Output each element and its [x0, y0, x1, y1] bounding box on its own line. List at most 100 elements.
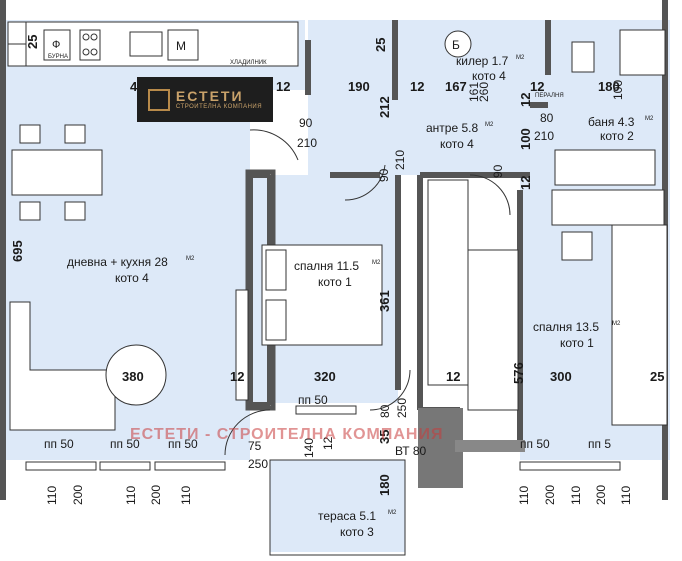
dim-361: 361	[377, 290, 392, 312]
bath-level: кото 2	[600, 129, 634, 143]
pillow	[265, 249, 287, 291]
dim-12: 12	[410, 79, 424, 94]
window-label: пп 50	[168, 437, 198, 451]
dim-100: 100	[611, 80, 625, 100]
dim-12: 12	[276, 79, 290, 94]
dim-90: 90	[377, 168, 391, 182]
wash-label: ПЕРАЛНЯ	[535, 93, 564, 99]
dim-75: 75	[248, 439, 262, 453]
hall-name: антре 5.8	[426, 121, 478, 135]
dim-110: 110	[569, 486, 583, 505]
round-table	[105, 344, 167, 406]
bath-name: баня 4.3	[588, 115, 635, 129]
boiler	[444, 30, 472, 58]
fridge	[167, 29, 199, 61]
toilet	[571, 41, 595, 73]
dim-80: 80	[540, 111, 554, 125]
boiler-label: Б	[452, 38, 460, 52]
dim-12: 12	[518, 176, 533, 190]
chair	[64, 201, 86, 221]
dim-180: 180	[377, 474, 392, 496]
dim-80: 80	[378, 404, 392, 418]
dim-695: 695	[10, 240, 25, 262]
chair	[19, 124, 41, 144]
bedroom2-level: кото 1	[560, 336, 594, 350]
dim-161: 161	[467, 82, 481, 102]
dim-90: 90	[299, 116, 313, 130]
dim-200: 200	[71, 485, 85, 505]
bath-sink	[554, 149, 656, 186]
shower	[619, 29, 666, 76]
dim-35: 35	[377, 430, 392, 444]
dim-12: 12	[446, 369, 460, 384]
dim-90: 90	[491, 164, 505, 178]
terrace-area	[270, 460, 405, 552]
dim-110: 110	[179, 486, 193, 505]
window-label: пп 50	[298, 393, 328, 407]
watermark: ЕСТЕТИ - СТРОИТЕЛНА КОМПАНИЯ	[130, 426, 444, 443]
dim-4: 4	[130, 79, 138, 94]
dim-110: 110	[619, 486, 633, 505]
fridge-label: M	[176, 39, 186, 53]
chair	[64, 124, 86, 144]
windows	[25, 405, 621, 471]
pillow	[265, 299, 287, 341]
dim-320: 320	[314, 369, 336, 384]
window-label: пп 50	[520, 437, 550, 451]
dim-200: 200	[149, 485, 163, 505]
chair	[19, 201, 41, 221]
terrace-level: кото 3	[340, 525, 374, 539]
bedroom1-unit: М2	[372, 260, 381, 266]
terrace-name: тераса 5.1	[318, 509, 376, 523]
dim-200: 200	[543, 485, 557, 505]
wardrobe-2	[467, 249, 519, 411]
living-room-name: дневна + кухня 28	[67, 255, 168, 269]
dim-212: 212	[377, 96, 392, 118]
terrace-unit: М2	[388, 510, 397, 516]
bath-unit: М2	[645, 116, 654, 122]
logo-subtitle: СТРОИТЕЛНА КОМПАНИЯ	[175, 104, 263, 110]
dim-210: 210	[393, 150, 407, 170]
stove-label: Ф	[52, 39, 60, 51]
window-label: пп 5	[588, 437, 611, 451]
bedroom2-unit: М2	[612, 321, 621, 327]
hall-unit: М2	[485, 122, 494, 128]
dim-576: 576	[511, 362, 526, 384]
dim-250: 250	[248, 457, 268, 471]
vt-label: ВТ 80	[395, 444, 427, 458]
storage-unit: М2	[516, 55, 525, 61]
dim-250: 250	[395, 398, 409, 418]
dim-25: 25	[25, 35, 40, 49]
window-label: пп 50	[110, 437, 140, 451]
dim-110: 110	[45, 486, 59, 505]
hood-label: БУРНА	[48, 54, 68, 60]
dim-210: 210	[297, 136, 317, 150]
dim-12: 12	[530, 79, 544, 94]
tv-stand	[235, 289, 249, 401]
dim-260: 260	[477, 82, 491, 102]
hall-level: кото 4	[440, 137, 474, 151]
dim-190: 190	[348, 79, 370, 94]
dim-12: 12	[321, 436, 335, 450]
dining-table	[11, 149, 103, 196]
kitchen-sink	[129, 31, 163, 57]
hall-area	[308, 20, 548, 175]
cooktop	[79, 29, 101, 61]
window-label: пп 50	[44, 437, 74, 451]
logo-name: ЕСТЕТИ	[175, 88, 244, 104]
dim-100: 100	[518, 128, 533, 150]
wardrobe-1	[427, 179, 469, 386]
desk	[551, 189, 665, 226]
brand-logo: ЕСТЕТИ СТРОИТЕЛНА КОМПАНИЯ	[137, 77, 273, 122]
dim-110: 110	[517, 486, 531, 505]
bedroom1-name: спалня 11.5	[294, 259, 359, 273]
dim-210: 210	[534, 129, 554, 143]
bedroom2-name: спалня 13.5	[533, 320, 599, 334]
bedroom1-level: кото 1	[318, 275, 352, 289]
dim-12: 12	[230, 369, 244, 384]
dim-380: 380	[122, 369, 144, 384]
dim-167: 167	[445, 79, 467, 94]
stove	[43, 29, 71, 61]
